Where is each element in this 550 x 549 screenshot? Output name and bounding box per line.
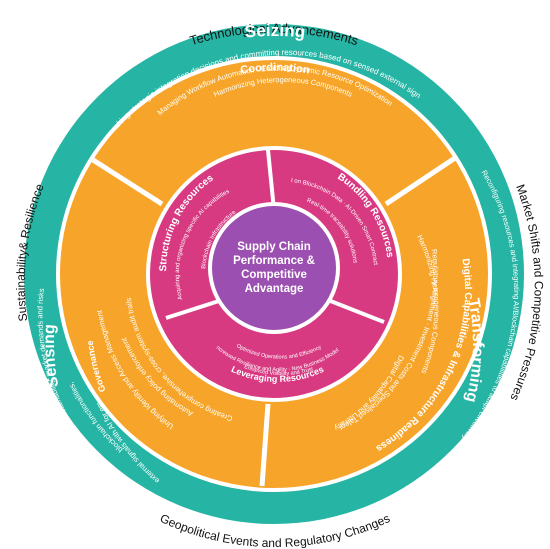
center-line-2: Performance & [233,255,315,267]
center-line-4: Advantage [245,283,304,295]
center-line-3: Competitive [241,269,307,281]
orange-separator-1 [91,157,164,207]
magenta-separator-1 [266,149,276,211]
center-core [212,206,336,330]
coordination-title: Coordination [240,62,311,77]
magenta-separator-3 [327,298,385,324]
sensing-title: Sensing [41,324,62,389]
seizing-title: Seizing [244,21,307,42]
orange-separator-3 [259,403,271,487]
orange-separator-2 [384,155,457,207]
magenta-separator-2 [165,298,223,320]
center-line-1: Supply Chain [237,241,310,253]
